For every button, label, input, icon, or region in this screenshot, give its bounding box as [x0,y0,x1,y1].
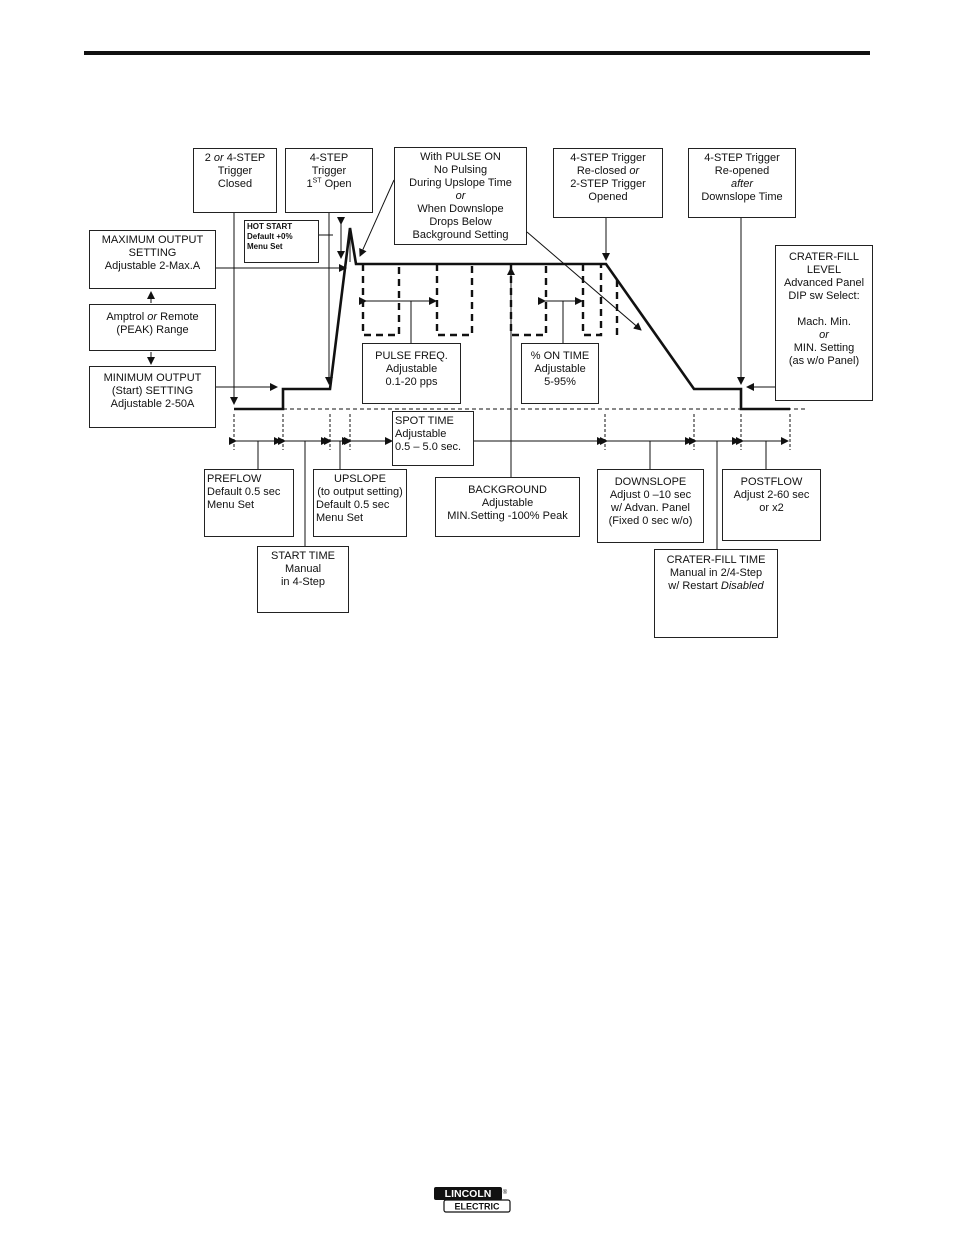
postflow-box: POSTFLOW Adjust 2-60 sec or x2 [722,469,821,541]
trigger-closed-box: 2 or 4-STEP Trigger Closed [193,148,277,213]
min-output-box: MINIMUM OUTPUT (Start) SETTING Adjustabl… [89,366,216,428]
amptrol-box: Amptrol or Remote (PEAK) Range [89,304,216,351]
background-box: BACKGROUND Adjustable MIN.Setting -100% … [435,477,580,537]
on-time-box: % ON TIME Adjustable 5-95% [521,343,599,404]
upslope-box: UPSLOPE (to output setting) Default 0.5 … [313,469,407,537]
pulse-on-arrow-down [526,231,642,331]
pulse-freq-measure [359,297,437,343]
max-output-box: MAXIMUM OUTPUT SETTING Adjustable 2-Max.… [89,230,216,289]
header-rule [84,51,870,55]
trigger-reclosed-box: 4-STEP Trigger Re-closed or 2-STEP Trigg… [553,148,663,218]
downslope-box: DOWNSLOPE Adjust 0 –10 sec w/ Advan. Pan… [597,469,704,543]
timing-ticks [233,414,791,450]
crater-fill-time-box: CRATER-FILL TIME Manual in 2/4-Step w/ R… [654,549,778,638]
pulse-on-arrow-up [359,179,395,257]
trigger-first-open-box: 4-STEP Trigger 1ST Open [285,148,373,213]
pulse-freq-box: PULSE FREQ. Adjustable 0.1-20 pps [362,343,461,404]
start-time-box: START TIME Manual in 4-Step [257,546,349,613]
interval-leaders [257,441,767,549]
spot-time-box: SPOT TIME Adjustable 0.5 – 5.0 sec. [392,411,474,466]
logo-text-bottom: ELECTRIC [455,1202,501,1212]
on-time-measure [538,297,583,343]
logo-registered-mark: ® [503,1189,508,1196]
pulse-on-box: With PULSE ON No Pulsing During Upslope … [394,147,527,245]
logo-text-top: LINCOLN [445,1188,492,1200]
lincoln-electric-logo: LINCOLN ® ELECTRIC [434,1187,511,1213]
output-waveform [234,227,790,411]
pulse-waveform [361,264,619,337]
crater-fill-level-box: CRATER-FILL LEVEL Advanced Panel DIP sw … [775,245,873,401]
preflow-box: PREFLOW Default 0.5 sec Menu Set [204,469,294,537]
trigger-reopened-box: 4-STEP Trigger Re-opened after Downslope… [688,148,796,218]
hot-start-box: HOT START Default +0% Menu Set [244,220,319,263]
